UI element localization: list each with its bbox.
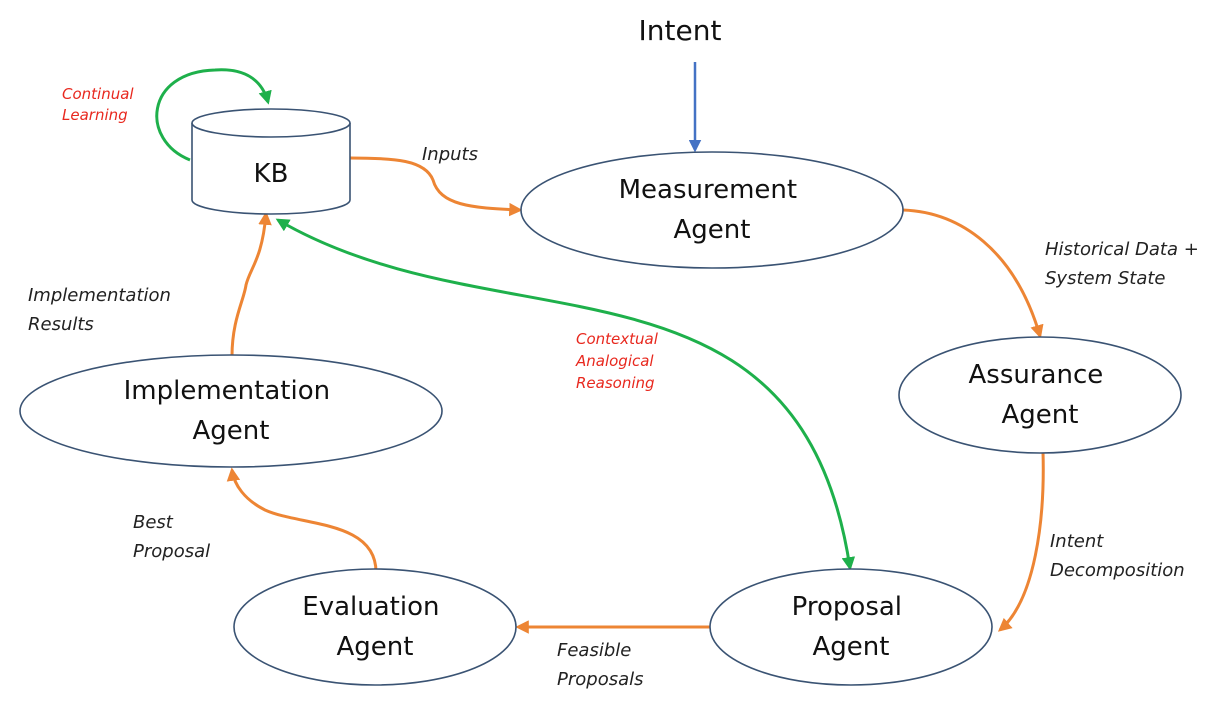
feasible-proposals-label-2: Proposals [557, 669, 644, 690]
contextual-reasoning-label-3: Reasoning [576, 374, 655, 392]
proposal-agent-sublabel: Agent [813, 632, 890, 662]
assurance-agent-label: Assurance [968, 360, 1103, 390]
svg-text:Evaluation Agent: Evaluation Agent [302, 592, 447, 662]
svg-text:Inputs: Inputs [422, 144, 478, 165]
best-proposal-arrow [226, 467, 378, 573]
svg-text:Assurance Agent: Assurance Agent [968, 360, 1111, 430]
svg-text:Implementation Results: Implementation Results [28, 285, 177, 335]
continual-learning-arrow [155, 68, 272, 162]
svg-text:Contextual Analogical: Contextual Analogical Reasoning [575, 330, 663, 392]
best-proposal-label: Best [133, 512, 174, 533]
svg-text:Historical Data + System S: Historical Data + System State [1045, 239, 1205, 289]
implementation-results-arrow [230, 211, 272, 357]
svg-text:Intent Decomposition: Intent Decomposition [1050, 531, 1185, 581]
svg-text:Feasible Proposals: Feasible Proposals [557, 640, 644, 690]
proposal-agent-label: Proposal [792, 592, 902, 622]
contextual-reasoning-label-2: Analogical [575, 352, 654, 370]
implementation-agent-node: Implementation Agent [19, 354, 443, 468]
contextual-reasoning-label: Contextual [576, 330, 659, 348]
intent-decomposition-label: Intent [1050, 531, 1104, 552]
evaluation-agent-node: Evaluation Agent [233, 568, 517, 686]
intent-decomposition-arrow [997, 451, 1045, 632]
svg-text:Continual Learning: Continual Learning [62, 85, 138, 124]
evaluation-agent-label: Evaluation [302, 592, 439, 622]
inputs-label: Inputs [422, 144, 478, 165]
svg-text:Proposal Agent: Proposal Agent [792, 592, 911, 662]
historical-data-label: Historical Data + [1045, 239, 1199, 260]
proposal-agent-node: Proposal Agent [709, 568, 993, 686]
assurance-agent-sublabel: Agent [1002, 400, 1079, 430]
implementation-agent-sublabel: Agent [193, 416, 270, 446]
kb-label: KB [254, 159, 289, 189]
measurement-agent-node: Measurement Agent [520, 151, 904, 269]
intent-title: Intent [639, 14, 722, 47]
intent-decomposition-label-2: Decomposition [1050, 560, 1185, 581]
assurance-agent-node: Assurance Agent [898, 336, 1182, 454]
kb-node: KB [191, 108, 351, 215]
implementation-results-label-2: Results [28, 314, 94, 335]
contextual-reasoning-arrow [275, 218, 856, 571]
measurement-agent-sublabel: Agent [674, 215, 751, 245]
continual-learning-label: Continual [62, 85, 134, 103]
inputs-arrow [349, 156, 523, 217]
svg-text:Measurement Agent: Measurement Agent [619, 175, 806, 245]
evaluation-agent-sublabel: Agent [337, 632, 414, 662]
historical-arrow [902, 208, 1044, 339]
implementation-agent-label: Implementation [124, 376, 330, 406]
svg-text:Implementation Agent: Implementation Agent [124, 376, 339, 446]
continual-learning-label-2: Learning [62, 106, 128, 124]
best-proposal-label-2: Proposal [133, 541, 210, 562]
measurement-agent-label: Measurement [619, 175, 798, 205]
historical-data-label-2: System State [1045, 268, 1166, 289]
svg-text:Best Proposal: Best Proposal [133, 512, 210, 562]
implementation-results-label: Implementation [28, 285, 171, 306]
feasible-proposals-label: Feasible [557, 640, 631, 661]
